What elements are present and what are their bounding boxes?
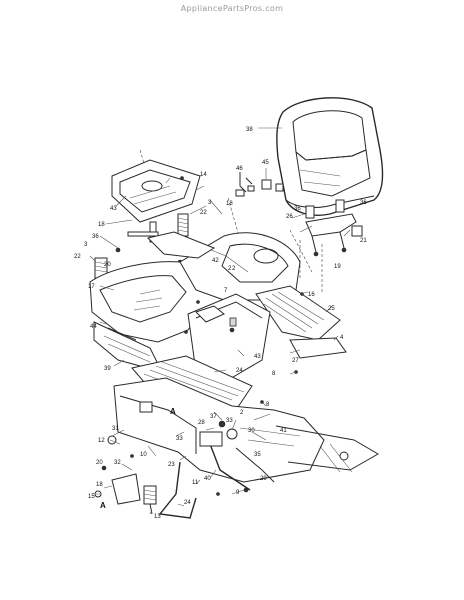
callout-29: 29 (260, 476, 267, 482)
callout-11: 11 (192, 480, 199, 486)
callout-33: 33 (176, 436, 183, 442)
callout-20: 20 (96, 460, 103, 466)
seat-bracket[interactable] (305, 213, 363, 257)
callout-7: 7 (224, 288, 228, 294)
callout-19: 19 (334, 264, 341, 270)
callout-18: 18 (226, 201, 233, 207)
brake-bracket[interactable] (94, 435, 157, 515)
callout-42: 42 (212, 258, 219, 264)
callout-20: 20 (104, 262, 111, 268)
callout-18: 18 (98, 222, 105, 228)
reference-marker-a: A (100, 501, 106, 510)
callout-2: 2 (240, 410, 244, 416)
callout-36: 36 (294, 206, 301, 212)
callout-10: 10 (140, 452, 147, 458)
callout-17: 17 (88, 284, 95, 290)
callout-40: 40 (204, 476, 211, 482)
callout-2: 2 (228, 266, 232, 272)
callout-26: 26 (286, 214, 293, 220)
callout-18: 18 (96, 482, 103, 488)
pad-7[interactable] (195, 305, 225, 323)
callout-43: 43 (110, 206, 117, 212)
callout-9: 9 (236, 490, 240, 496)
seat-switch-harness[interactable] (235, 168, 284, 197)
fender-body[interactable] (89, 231, 301, 343)
callout-12: 12 (98, 438, 105, 444)
right-footrest-mat[interactable] (255, 285, 347, 359)
callout-44: 44 (90, 324, 97, 330)
callout-4: 4 (340, 335, 344, 341)
callout-3: 3 (84, 242, 88, 248)
callout-35: 35 (254, 452, 261, 458)
callout-25: 25 (328, 306, 335, 312)
callout-8: 8 (266, 402, 270, 408)
pedal-linkage[interactable] (158, 420, 275, 519)
chassis-frame[interactable] (113, 377, 379, 483)
callout-43: 43 (254, 354, 261, 360)
callout-36: 36 (360, 200, 367, 206)
callout-28: 28 (198, 420, 205, 426)
seat[interactable] (276, 97, 384, 219)
callout-2: 2 (232, 266, 236, 272)
callout-14: 14 (200, 172, 207, 178)
callout-45: 45 (262, 160, 269, 166)
callout-24: 24 (236, 368, 243, 374)
battery-cover[interactable] (111, 159, 201, 223)
watermark: AppliancePartsPros.com (180, 4, 284, 13)
callout-3: 3 (208, 200, 212, 206)
callout-23: 23 (168, 462, 175, 468)
callout-33: 33 (226, 418, 233, 424)
callout-31: 31 (112, 426, 119, 432)
callout-38: 38 (246, 127, 253, 133)
callout-16: 16 (308, 292, 315, 298)
callout-46: 46 (236, 166, 243, 172)
reference-marker-a: A (170, 407, 176, 416)
callout-24: 24 (184, 500, 191, 506)
callout-8: 8 (272, 371, 276, 377)
callout-39: 39 (104, 366, 111, 372)
hardware (130, 176, 304, 496)
callout-13: 13 (154, 514, 161, 520)
callout-15: 15 (88, 494, 95, 500)
callout-32: 32 (114, 460, 121, 466)
callout-37: 37 (210, 414, 217, 420)
callout-36: 36 (92, 234, 99, 240)
callout-22: 22 (74, 254, 81, 260)
callout-22: 22 (200, 210, 207, 216)
callout-21: 21 (360, 238, 367, 244)
callout-27: 27 (292, 358, 299, 364)
callout-41: 41 (280, 428, 287, 434)
callout-30: 30 (248, 428, 255, 434)
